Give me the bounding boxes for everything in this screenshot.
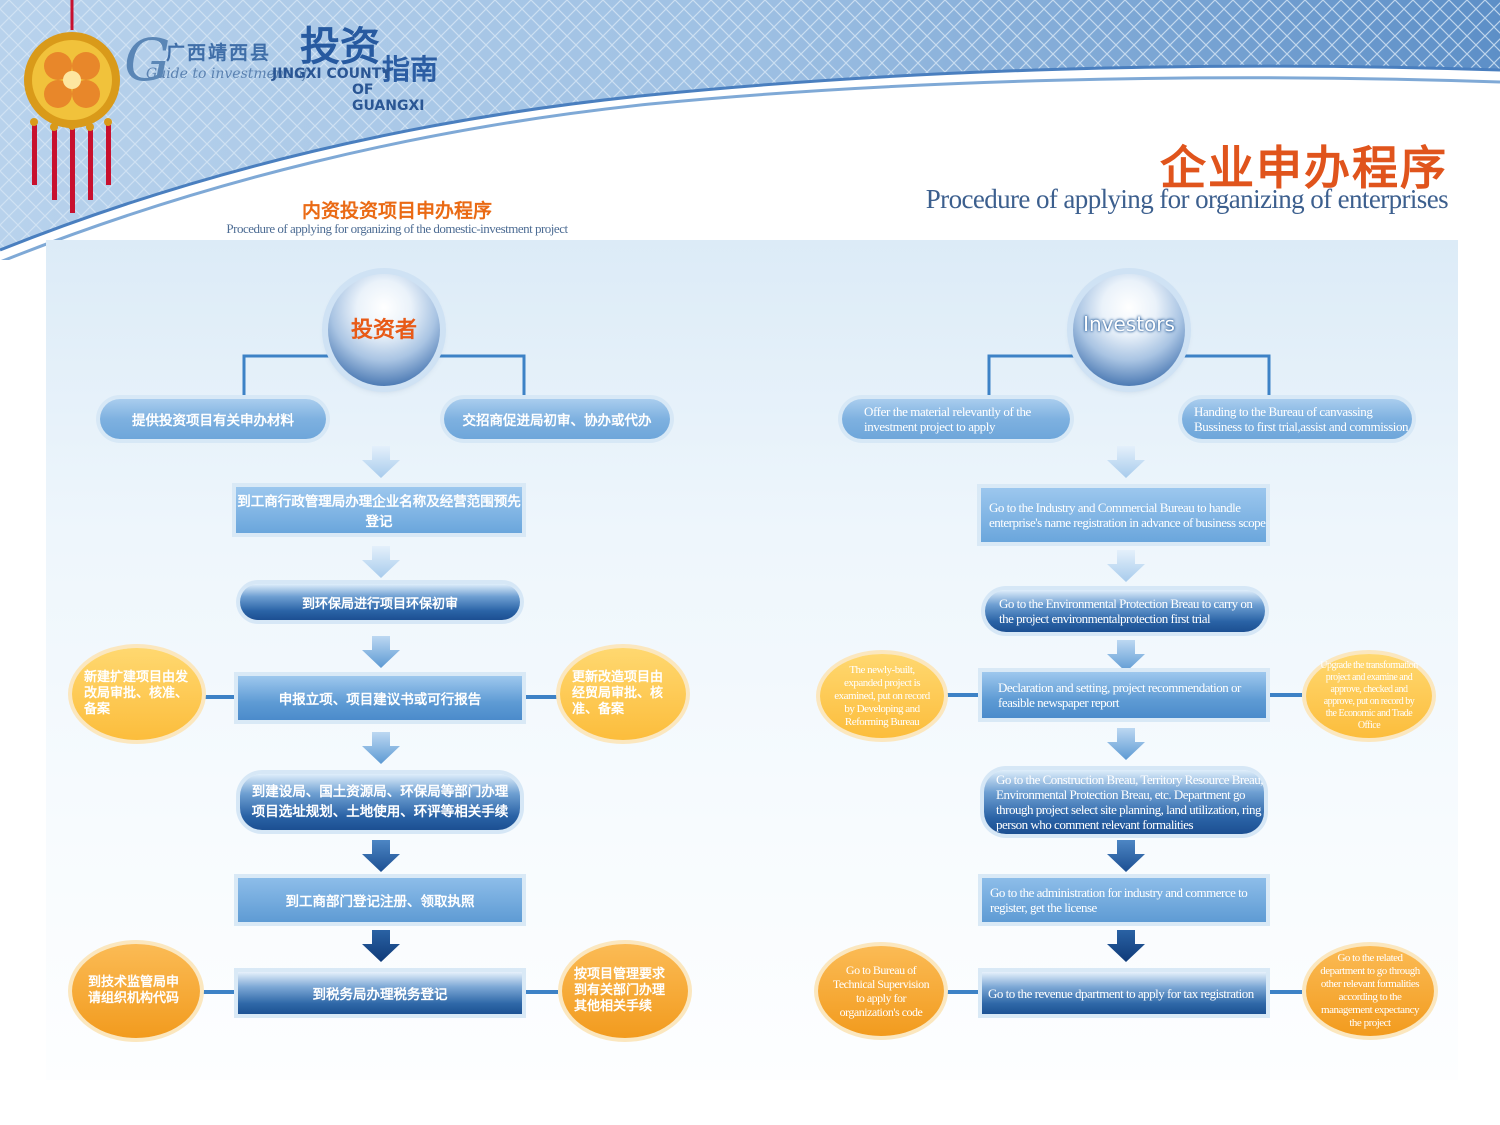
down-arrow-icon [1107, 446, 1145, 478]
down-arrow-icon [362, 636, 400, 668]
step-2-en: Go to the Environmental Protection Breau… [985, 590, 1265, 632]
side-right-1-cn: 更新改造项目由经贸局审批、核准、备案 [560, 648, 686, 740]
right-tree-left-line [987, 354, 1075, 396]
step-1-en: Go to the Industry and Commercial Bureau… [981, 488, 1266, 542]
down-arrow-icon [362, 546, 400, 578]
down-arrow-icon [1107, 930, 1145, 962]
branch-left-en: Offer the material relevantly of the inv… [842, 399, 1070, 439]
step-4-en: Go to the Construction Breau, Territory … [984, 770, 1264, 834]
logo: G 广西靖西县 投资 指南 Guide to investment of JIN… [120, 14, 450, 114]
down-arrow-icon [362, 732, 400, 764]
logo-invest: 投资 [300, 23, 380, 70]
step-5-en: Go to the administration for industry an… [982, 878, 1266, 922]
page-title: 企业申办程序 [1160, 141, 1448, 195]
down-arrow-icon [362, 446, 400, 478]
side-left-2-cn: 到技术监管局申请组织机构代码 [72, 944, 200, 1038]
branch-right-en: Handing to the Bureau of canvassing Buss… [1182, 399, 1412, 439]
step-3-en: Declaration and setting, project recomme… [982, 672, 1266, 718]
content-panel [46, 240, 1458, 1080]
root-node-cn: 投资者 [328, 274, 440, 386]
step-6-cn: 到税务局办理税务登记 [238, 972, 522, 1014]
step-3-cn: 申报立项、项目建议书或可行报告 [238, 676, 522, 720]
left-title: 内资投资项目申办程序 [301, 200, 492, 222]
left-subtitle: Procedure of applying for organizing of … [226, 221, 568, 236]
step-4-cn: 到建设局、国土资源局、环保局等部门办理项目选址规划、土地使用、环评等相关手续 [240, 774, 520, 830]
side-right-1-en: Upgrade the transformation project and e… [1306, 654, 1432, 738]
down-arrow-icon [1107, 840, 1145, 872]
side-left-1-cn: 新建扩建项目由发改局审批、核准、备案 [72, 648, 202, 740]
down-arrow-icon [1107, 728, 1145, 760]
branch-left-cn: 提供投资项目有关申办材料 [100, 399, 326, 439]
side-left-2-en: Go to Bureau of Technical Supervision to… [818, 946, 944, 1036]
down-arrow-icon [362, 840, 400, 872]
side-right-2-en: Go to the related department to go throu… [1306, 946, 1434, 1036]
left-tree-right-line [438, 354, 526, 396]
step-1-cn: 到工商行政管理局办理企业名称及经营范围预先登记 [236, 487, 522, 533]
root-node-label: 投资者 [350, 318, 417, 343]
down-arrow-icon [1107, 550, 1145, 582]
logo-letter-g: G [124, 26, 171, 94]
logo-province: OF GUANGXI [352, 82, 425, 114]
down-arrow-icon [1107, 640, 1145, 672]
side-left-1-en: The newly-built, expanded project is exa… [820, 654, 944, 738]
header-band [0, 0, 1500, 260]
branch-right-cn: 交招商促进局初审、协办或代办 [444, 399, 670, 439]
page-subtitle: Procedure of applying for organizing of … [925, 184, 1449, 214]
root-node-en: Investors [1073, 274, 1185, 386]
down-arrow-icon [362, 930, 400, 962]
root-node-label: Investors [1083, 312, 1175, 336]
step-5-cn: 到工商部门登记注册、领取执照 [238, 878, 522, 922]
step-2-cn: 到环保局进行项目环保初审 [240, 584, 520, 620]
logo-county: JINGXI COUNTY [272, 66, 392, 82]
side-right-2-cn: 按项目管理要求到有关部门办理其他相关手续 [562, 944, 688, 1038]
left-tree-left-line [242, 354, 330, 396]
logo-location: 广西靖西县 [166, 42, 272, 64]
step-6-en: Go to the revenue dpartment to apply for… [982, 972, 1266, 1014]
logo-guide-en: Guide to investment of [146, 66, 308, 82]
chinese-knot-icon [24, 0, 120, 213]
logo-guide-cn: 指南 [382, 53, 439, 86]
right-tree-right-line [1183, 354, 1271, 396]
